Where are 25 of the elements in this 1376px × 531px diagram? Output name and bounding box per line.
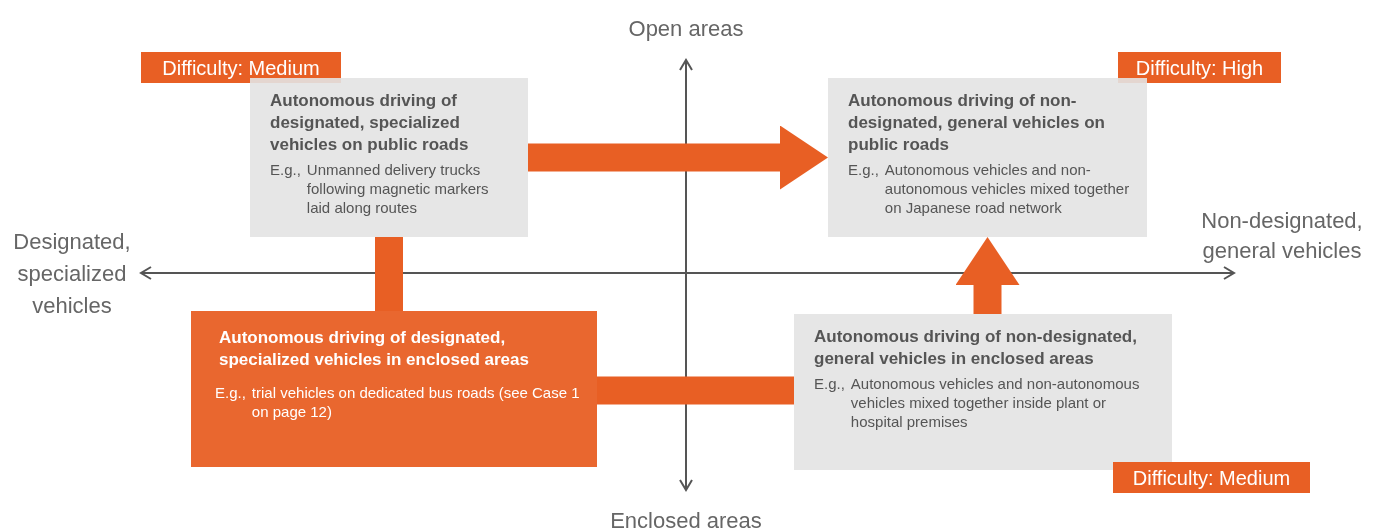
quadrant-box (828, 78, 1147, 237)
difficulty-tag: Difficulty: Medium (141, 52, 341, 83)
box-heading: Autonomous driving of designated, specialized vehicles on public roads (270, 90, 470, 156)
box-heading: Autonomous driving of designated, specialized vehicles in enclosed areas (219, 327, 530, 371)
difficulty-tag: Difficulty: Medium (1113, 462, 1310, 493)
axis-label: Enclosed areas (609, 507, 763, 531)
arrow (528, 125, 828, 190)
box-heading: Autonomous driving of non-designated, general vehicles on public roads (848, 90, 1106, 156)
quadrant-box (250, 78, 528, 237)
axis-label: Non-designated, general vehicles (1200, 207, 1364, 265)
arrow (955, 237, 1020, 314)
example-text: Autonomous vehicles and non-autonomous vehicles mixed together inside plant or hospital premises (850, 374, 1141, 431)
example-text: Unmanned delivery trucks following magnetic markers laid along routes (306, 160, 490, 217)
example-prefix: E.g., (270, 160, 301, 180)
difficulty-tag: Difficulty: High (1118, 52, 1281, 83)
box-heading: Autonomous driving of non-designated, general vehicles in enclosed areas (814, 326, 1138, 370)
quadrant-box (794, 314, 1172, 470)
example-text: trial vehicles on dedicated bus roads (see Case 1 on page 12) (251, 383, 581, 421)
example-prefix: E.g., (215, 383, 246, 403)
axis-label: Designated, specialized vehicles (12, 228, 132, 320)
highlight-box (191, 311, 597, 467)
example-prefix: E.g., (848, 160, 879, 180)
example-prefix: E.g., (814, 374, 845, 394)
example-text: Autonomous vehicles and non-autonomous vehicles mixed together on Japanese road network (884, 160, 1131, 217)
axis-label: Open areas (627, 15, 745, 43)
